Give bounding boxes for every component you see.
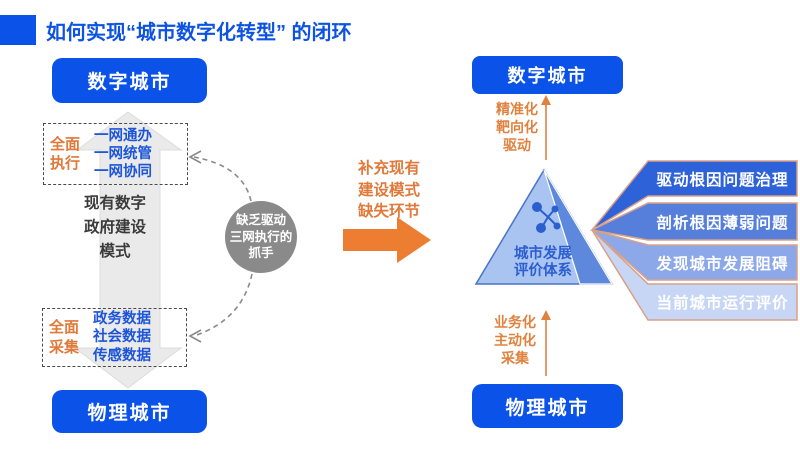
data-source-item-2: 社会数据 xyxy=(93,329,152,346)
banner-label-3: 发现城市发展阻碍 xyxy=(656,255,789,273)
network-item-2: 一网统管 xyxy=(94,145,153,162)
network-item-3: 一网协同 xyxy=(94,164,153,181)
banner-shape-2 xyxy=(589,202,798,241)
gap-to-exec-arrowhead xyxy=(188,150,202,164)
left-digital-city-box: 数字城市 xyxy=(52,58,207,103)
business-collect-line1: 业务化 xyxy=(494,314,536,330)
evaluation-system-line2: 评价体系 xyxy=(514,263,572,280)
gap-circle: 缺乏驱动 三网执行的 抓手 xyxy=(225,201,297,273)
banner-label-4: 当前城市运行评价 xyxy=(656,295,789,312)
evaluation-system-label: 城市发展 评价体系 xyxy=(497,246,589,281)
up-down-flow-arrow xyxy=(73,111,183,389)
precise-drive-label: 精准化 靶向化 驱动 xyxy=(486,101,548,155)
gap-to-collect-arrowhead xyxy=(188,329,202,343)
existing-gov-mode-line3: 模式 xyxy=(99,243,131,261)
supplement-note-line2: 建设模式 xyxy=(357,181,420,199)
gap-to-collect-dashed-arrow xyxy=(193,273,253,337)
collect-up-arrow xyxy=(541,310,551,376)
banner-label-1: 驱动根因问题治理 xyxy=(656,171,789,189)
full-collection-label-line1: 全面 xyxy=(49,319,80,336)
precise-drive-line2: 靶向化 xyxy=(496,118,538,135)
evaluation-system-line1: 城市发展 xyxy=(514,246,572,262)
full-collection-label-line2: 采集 xyxy=(49,338,80,356)
banner-label-2: 剖析根因薄弱问题 xyxy=(656,214,789,232)
network-item-1: 一网通办 xyxy=(94,127,153,144)
full-collection-label: 全面 采集 xyxy=(49,318,79,357)
existing-gov-mode-line2: 政府建设 xyxy=(83,219,146,237)
pyramid-right-face xyxy=(543,169,614,285)
data-sources-list: 政务数据 社会数据 传感数据 xyxy=(93,310,151,364)
banner-shape-3 xyxy=(591,229,798,281)
network-molecule-icon xyxy=(532,202,561,233)
right-physical-city-box: 物理城市 xyxy=(472,384,623,428)
full-execution-label-line1: 全面 xyxy=(50,135,81,153)
existing-gov-mode-label: 现有数字 政府建设 模式 xyxy=(78,192,152,264)
supplement-note: 补充现有 建设模式 缺失环节 xyxy=(341,158,437,223)
gap-circle-line3: 抓手 xyxy=(248,246,274,261)
business-collect-label: 业务化 主动化 采集 xyxy=(484,314,546,368)
full-execution-label-line2: 执行 xyxy=(50,155,81,172)
precise-drive-line3: 驱动 xyxy=(503,136,531,153)
title-accent-square xyxy=(0,15,36,45)
data-source-item-3: 传感数据 xyxy=(93,347,152,364)
gap-circle-line2: 三网执行的 xyxy=(229,229,293,244)
business-collect-line3: 采集 xyxy=(501,349,529,366)
banner-shape-4 xyxy=(591,229,798,321)
supplement-note-line1: 补充现有 xyxy=(357,160,420,177)
left-physical-city-box: 物理城市 xyxy=(52,390,207,433)
data-source-item-1: 政务数据 xyxy=(93,311,152,328)
gap-circle-line1: 缺乏驱动 xyxy=(235,212,286,227)
full-collection-box: 全面 采集 政务数据 社会数据 传感数据 xyxy=(42,308,187,367)
precise-drive-line1: 精准化 xyxy=(496,101,538,117)
right-digital-city-box: 数字城市 xyxy=(472,56,623,94)
three-networks-list: 一网通办 一网统管 一网协同 xyxy=(94,127,152,181)
existing-gov-mode-line1: 现有数字 xyxy=(83,195,146,212)
business-collect-line2: 主动化 xyxy=(494,331,536,348)
drive-up-arrow xyxy=(541,95,551,160)
supplement-note-line3: 缺失环节 xyxy=(357,203,420,221)
banner-shape-1 xyxy=(591,160,798,231)
page-title: 如何实现“城市数字化转型” 的闭环 xyxy=(46,22,352,44)
full-execution-box: 全面 执行 一网通办 一网统管 一网协同 xyxy=(43,123,188,185)
transition-right-arrow xyxy=(343,217,431,263)
full-execution-label: 全面 执行 xyxy=(50,135,80,174)
gap-to-exec-dashed-arrow xyxy=(193,156,252,202)
